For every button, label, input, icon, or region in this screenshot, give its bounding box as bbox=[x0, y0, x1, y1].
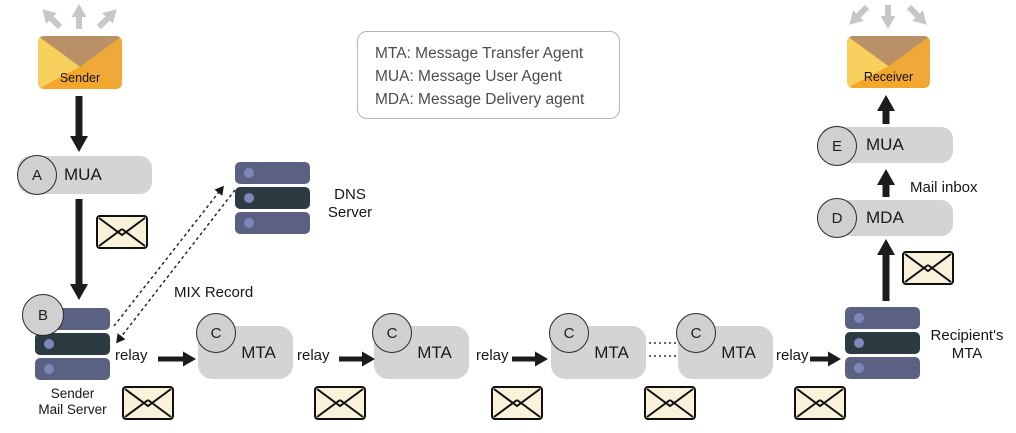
sender-broadcast-arrows-icon bbox=[42, 4, 117, 30]
recipient-mta-server-icon bbox=[845, 307, 920, 382]
receiver-label: Receiver bbox=[863, 70, 914, 84]
server-dots bbox=[881, 313, 911, 331]
server-dots bbox=[881, 363, 911, 381]
server-dots bbox=[271, 193, 301, 211]
server-dots bbox=[71, 339, 101, 357]
mua-sender-label: MUA bbox=[64, 165, 102, 184]
server-led bbox=[44, 339, 54, 349]
message-envelope-lines bbox=[98, 217, 146, 247]
server-unit bbox=[35, 358, 110, 380]
sender-label: Sender bbox=[59, 71, 101, 85]
server-unit bbox=[235, 187, 310, 209]
server-dots bbox=[71, 364, 101, 382]
sender-mail-server-label: Sender Mail Server bbox=[38, 386, 107, 417]
server-led bbox=[244, 193, 254, 203]
server-unit bbox=[235, 162, 310, 184]
server-dots bbox=[271, 168, 301, 186]
server-dots bbox=[71, 314, 101, 332]
mail-inbox-label: Mail inbox bbox=[910, 179, 978, 196]
badge-c-3: C bbox=[549, 313, 589, 353]
badge-c-2: C bbox=[372, 313, 412, 353]
server-led bbox=[44, 364, 54, 374]
badge-e-letter: E bbox=[831, 137, 842, 155]
dns-server-label: DNS Server bbox=[327, 186, 373, 221]
server-unit bbox=[845, 332, 920, 354]
receiver-envelope-icon: Receiver bbox=[847, 36, 930, 88]
dns-server-icon bbox=[235, 162, 310, 237]
receiver-broadcast-arrows-icon bbox=[849, 4, 927, 29]
badge-b: B bbox=[22, 294, 64, 336]
server-led bbox=[854, 313, 864, 323]
server-dots bbox=[271, 218, 301, 236]
badge-b-letter: B bbox=[37, 306, 48, 324]
badge-a: A bbox=[17, 155, 57, 195]
badge-d-letter: D bbox=[831, 209, 843, 227]
relay-label-1: relay bbox=[115, 347, 148, 364]
server-unit bbox=[845, 307, 920, 329]
badge-d: D bbox=[817, 198, 857, 238]
message-envelope-icon bbox=[122, 386, 174, 420]
mta-2-label: MTA bbox=[417, 342, 452, 362]
server-led bbox=[854, 338, 864, 348]
server-unit bbox=[845, 357, 920, 379]
badge-a-letter: A bbox=[31, 166, 42, 184]
relay-label-4: relay bbox=[776, 347, 809, 364]
legend-line-mta: MTA: Message Transfer Agent bbox=[375, 45, 584, 62]
server-led bbox=[854, 363, 864, 373]
sender-envelope-icon: Sender bbox=[38, 36, 122, 89]
message-envelope-icon bbox=[644, 386, 696, 420]
server-dots bbox=[881, 338, 911, 356]
server-led bbox=[244, 168, 254, 178]
legend-line-mua: MUA: Message User Agent bbox=[375, 68, 562, 85]
badge-c-1: C bbox=[196, 313, 236, 353]
mta-4-label: MTA bbox=[721, 342, 756, 362]
message-envelope-icon bbox=[794, 386, 846, 420]
server-unit bbox=[235, 212, 310, 234]
badge-e: E bbox=[817, 126, 857, 166]
legend-box: MTA: Message Transfer Agent MUA: Message… bbox=[357, 31, 620, 119]
recipient-mta-label: Recipient's MTA bbox=[930, 327, 1004, 362]
mta-1-label: MTA bbox=[241, 342, 276, 362]
legend-line-mda: MDA: Message Delivery agent bbox=[375, 91, 585, 108]
mta-3-label: MTA bbox=[594, 342, 629, 362]
mta-continuation-dots bbox=[649, 342, 678, 357]
mix-record-label: MIX Record bbox=[174, 284, 254, 301]
mua-receiver-label: MUA bbox=[866, 135, 904, 154]
badge-c-4: C bbox=[676, 313, 716, 353]
message-envelope-icon bbox=[902, 251, 954, 285]
relay-label-3: relay bbox=[476, 347, 509, 364]
relay-label-2: relay bbox=[297, 347, 330, 364]
message-envelope-icon bbox=[96, 215, 148, 249]
mda-label: MDA bbox=[866, 208, 904, 227]
server-unit bbox=[35, 333, 110, 355]
message-envelope-icon bbox=[491, 386, 543, 420]
server-led bbox=[244, 218, 254, 228]
message-envelope-icon bbox=[314, 386, 366, 420]
